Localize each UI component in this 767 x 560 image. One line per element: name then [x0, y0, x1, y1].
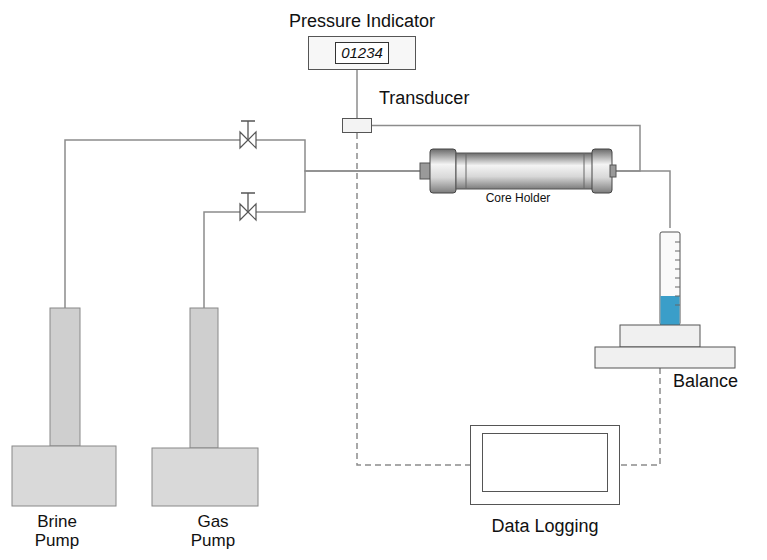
transducer-label: Transducer — [379, 88, 469, 109]
pipe-line — [616, 171, 670, 228]
balance-label: Balance — [673, 371, 738, 392]
valve-stem — [247, 121, 248, 140]
valve-stem — [247, 193, 248, 212]
pressure-indicator: Pressure Indicator01234 — [308, 36, 416, 70]
pipe-line — [356, 70, 358, 118]
logger-screen — [482, 433, 608, 492]
display-reading: 01234 — [335, 42, 389, 63]
valve-handle — [241, 192, 255, 194]
valve-body — [248, 132, 256, 148]
pump-base — [12, 446, 116, 506]
balance-pan — [620, 325, 700, 347]
outlet-nozzle — [610, 165, 616, 177]
collected-liquid — [661, 296, 680, 325]
sleeve-band — [584, 153, 585, 189]
scale-tick — [675, 269, 680, 270]
data-logging-label: Data Logging — [491, 516, 598, 537]
graduated-cylinder — [660, 232, 680, 325]
gas-pump-outline — [152, 306, 258, 506]
valve-body — [248, 204, 256, 220]
scale-tick — [675, 260, 680, 261]
end-cap — [430, 149, 456, 193]
balance-outline — [595, 228, 735, 368]
pipe-line — [65, 140, 420, 308]
end-cap — [592, 149, 612, 193]
balance-base — [595, 347, 735, 368]
scale-tick — [675, 305, 680, 306]
gas-valve — [240, 193, 256, 220]
core-sleeve — [456, 153, 594, 189]
pump-cylinder — [50, 308, 80, 446]
scale-tick — [675, 296, 680, 297]
transducer: Transducer — [342, 118, 372, 133]
scale-tick — [675, 251, 680, 252]
indicator-label: Pressure Indicator — [289, 11, 435, 32]
brine-pump-label: Brine Pump — [26, 512, 88, 550]
balance: Balance — [595, 228, 735, 368]
pipe-line — [204, 171, 420, 308]
sleeve-band — [466, 153, 467, 189]
core-holder: Core Holder — [420, 145, 616, 209]
core-holder-label: Core Holder — [420, 192, 616, 206]
pump-cylinder — [190, 308, 218, 448]
valve-body — [240, 132, 248, 148]
brine-pump: Brine Pump — [12, 306, 116, 506]
scale-tick — [675, 287, 680, 288]
pipe-line — [357, 133, 470, 465]
valve-handle — [241, 120, 255, 122]
brine-pump-outline — [12, 306, 116, 506]
scale-tick — [675, 242, 680, 243]
scale-tick — [675, 278, 680, 279]
gas-pump-label: Gas Pump — [186, 512, 240, 550]
gas-pump: Gas Pump — [152, 306, 258, 506]
valve-body — [240, 204, 248, 220]
pump-base — [152, 448, 258, 506]
data-logger: Data Logging — [470, 425, 620, 505]
pipe-line — [620, 368, 660, 465]
brine-valve — [240, 121, 256, 148]
